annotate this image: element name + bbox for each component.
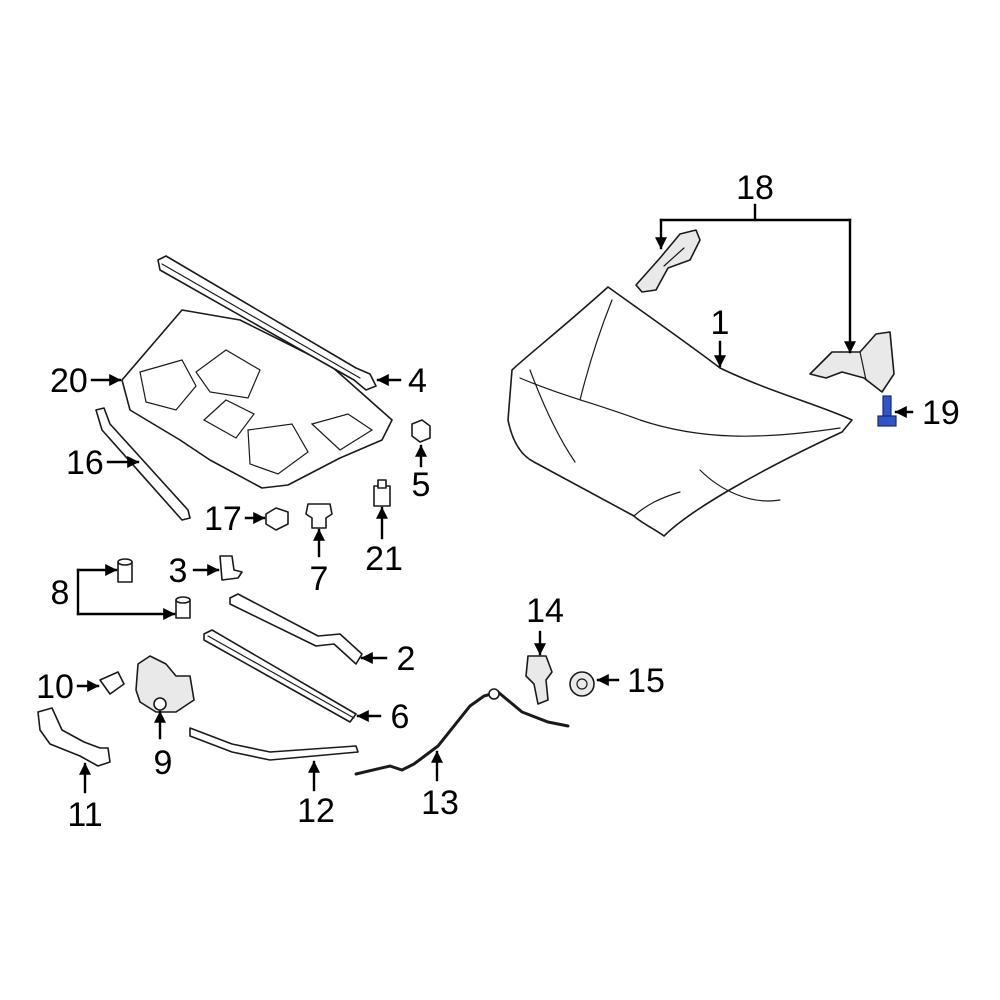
callout-12[interactable]: 12: [297, 792, 335, 830]
hood-insulator[interactable]: [121, 309, 393, 489]
callout-6[interactable]: 6: [391, 698, 410, 736]
callout-5[interactable]: 5: [412, 466, 431, 504]
callout-18[interactable]: 18: [736, 169, 774, 207]
callout-20[interactable]: 20: [50, 362, 88, 400]
callout-13[interactable]: 13: [421, 784, 459, 822]
callout-7[interactable]: 7: [310, 560, 329, 598]
insulator-clip[interactable]: [265, 507, 289, 531]
callout-2[interactable]: 2: [397, 640, 416, 678]
front-seal[interactable]: [229, 593, 363, 665]
callout-8[interactable]: 8: [51, 574, 70, 612]
hood-latch[interactable]: [135, 655, 195, 713]
bumper-8b[interactable]: [175, 596, 191, 619]
callout-14[interactable]: 14: [526, 592, 564, 630]
callout-19[interactable]: 19: [922, 394, 960, 432]
callout-11[interactable]: 11: [67, 796, 102, 834]
retainer-21[interactable]: [373, 479, 391, 507]
release-cable-13[interactable]: [354, 688, 570, 776]
release-cable-12[interactable]: [189, 727, 359, 761]
callout-10[interactable]: 10: [36, 668, 74, 706]
hood-support-rod[interactable]: [95, 407, 191, 521]
hood-hinge-right[interactable]: [809, 331, 895, 393]
latch-bolt[interactable]: [99, 671, 125, 695]
callout-labels: 18 1 19 20 4 16 5 17 7 21 3 8 2 6 10 9 1…: [36, 169, 960, 834]
callout-1[interactable]: 1: [711, 304, 730, 342]
callout-21[interactable]: 21: [365, 540, 403, 578]
callout-17[interactable]: 17: [204, 500, 242, 538]
latch-bracket[interactable]: [37, 707, 111, 767]
hood-bumper[interactable]: [411, 419, 431, 443]
release-handle[interactable]: [525, 655, 553, 705]
hood-panel[interactable]: [507, 286, 853, 537]
callout-16[interactable]: 16: [66, 444, 104, 482]
hinge-bolt[interactable]: [877, 395, 897, 427]
callout-3[interactable]: 3: [169, 552, 188, 590]
bumper-8a[interactable]: [117, 558, 133, 583]
callout-9[interactable]: 9: [154, 744, 173, 782]
seal-strip[interactable]: [203, 629, 357, 723]
retainer-7[interactable]: [305, 503, 333, 529]
callout-4[interactable]: 4: [408, 362, 427, 400]
bracket-3[interactable]: [219, 555, 243, 581]
leader-lines: [76, 203, 914, 794]
hood-hinge-left[interactable]: [635, 229, 701, 293]
callout-15[interactable]: 15: [627, 662, 665, 700]
hood-weatherstrip[interactable]: [157, 255, 377, 391]
release-knob[interactable]: [569, 671, 595, 697]
